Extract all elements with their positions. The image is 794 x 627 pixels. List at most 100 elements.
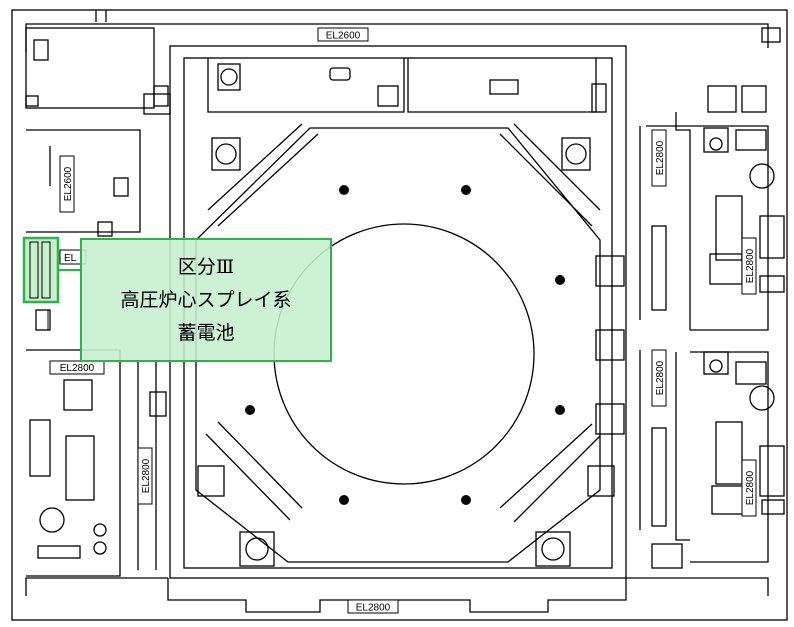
- equipment: [735, 361, 767, 385]
- corridor-slot: [651, 225, 667, 311]
- pedestal-marker: [461, 185, 471, 195]
- top-room-wall: [407, 58, 597, 113]
- elevation-box: [741, 459, 757, 517]
- callout-line-battery: 蓄電池: [177, 321, 235, 344]
- pedestal-marker: [555, 275, 565, 285]
- elevation-box: [651, 349, 667, 407]
- equipment: [29, 419, 51, 477]
- elevation-box: [137, 447, 153, 505]
- equipment: [749, 385, 775, 411]
- equipment: [595, 255, 625, 287]
- elevation-box: [651, 129, 667, 187]
- equipment: [25, 95, 39, 107]
- equipment: [651, 543, 683, 569]
- diagonal-wall: [207, 123, 303, 211]
- equipment: [377, 85, 399, 107]
- equipment: [215, 143, 237, 165]
- elevation-label-left-lower-room: EL2800: [60, 363, 95, 374]
- bottom-corridor-wall: [626, 577, 769, 596]
- callout-line-system: 高圧炉心スプレイ系: [120, 288, 292, 311]
- battery-equipment: [709, 253, 743, 285]
- diagonal-wall: [217, 421, 303, 509]
- pedestal-marker: [339, 495, 349, 505]
- equipment: [197, 465, 225, 497]
- elevation-box: [49, 360, 105, 375]
- right-lower-room: [690, 351, 769, 563]
- right-corridor-wall: [675, 352, 690, 541]
- diagonal-wall: [217, 133, 319, 227]
- equipment: [561, 137, 591, 171]
- elevation-label-bottom: EL2800: [356, 603, 391, 614]
- elevation-label-right-lower-corridor: EL2800: [655, 360, 666, 395]
- diagonal-wall: [513, 123, 601, 211]
- pedestal-marker: [555, 405, 565, 415]
- diagonal-wall: [513, 435, 601, 523]
- equipment: [37, 545, 81, 559]
- equipment: [489, 79, 519, 95]
- battery-equipment: [65, 435, 95, 501]
- left-corridor-box: [143, 93, 171, 115]
- equipment: [35, 309, 49, 331]
- battery-equipment: [63, 379, 93, 411]
- equipment: [735, 129, 767, 151]
- equipment: [749, 163, 775, 189]
- equipment: [703, 351, 729, 375]
- pedestal-marker: [339, 185, 349, 195]
- equipment: [595, 403, 625, 435]
- elevation-box: [741, 237, 757, 295]
- corridor-slot: [651, 427, 667, 527]
- battery-location-highlight: [22, 236, 60, 304]
- battery-equipment: [711, 485, 745, 515]
- equipment: [761, 27, 781, 43]
- left-upper-room: [26, 129, 141, 233]
- equipment: [93, 523, 107, 537]
- equipment: [33, 39, 49, 61]
- right-upper-room: [646, 125, 769, 331]
- equipment: [153, 85, 169, 107]
- equipment: [39, 507, 65, 533]
- equipment: [97, 221, 113, 237]
- right-corridor-wall: [675, 112, 691, 330]
- elevation-label-left-lower-vertical: EL2800: [141, 458, 152, 493]
- diagonal-wall: [499, 133, 593, 227]
- elevation-label-top: EL2600: [326, 31, 361, 42]
- elevation-box: [317, 27, 369, 42]
- equipment: [541, 537, 565, 561]
- equipment: [703, 127, 729, 153]
- equipment: [220, 68, 238, 86]
- pedestal-marker: [245, 405, 255, 415]
- equipment: [239, 531, 275, 567]
- equipment: [535, 531, 571, 567]
- diagonal-wall: [499, 423, 593, 509]
- elevation-box: [347, 599, 399, 614]
- elevation-label-left-upper-room: EL2600: [63, 166, 74, 201]
- equipment: [565, 143, 587, 165]
- equipment: [759, 215, 785, 259]
- top-room-wall: [207, 58, 405, 113]
- equipment: [93, 541, 107, 555]
- equipment: [329, 67, 351, 81]
- equipment: [595, 329, 625, 361]
- equipment: [587, 465, 615, 497]
- equipment: [759, 445, 785, 497]
- equipment: [741, 85, 767, 113]
- diagonal-wall: [205, 433, 291, 521]
- equipment: [591, 83, 607, 113]
- elevation-label-left-mid: EL: [64, 253, 77, 264]
- battery-equipment: [715, 421, 743, 485]
- elevation-label-right-lower-room: EL2800: [745, 470, 756, 505]
- battery-equipment: [29, 241, 39, 299]
- bottom-corridor-wall: [25, 577, 168, 596]
- equipment: [217, 63, 241, 91]
- equipment: [211, 137, 241, 171]
- equipment: [759, 275, 785, 293]
- battery-callout: 区分Ⅲ 高圧炉心スプレイ系 蓄電池: [80, 238, 332, 362]
- battery-equipment: [41, 241, 51, 299]
- pedestal-marker: [461, 495, 471, 505]
- equipment: [113, 177, 129, 197]
- battery-equipment: [715, 195, 743, 261]
- equipment: [761, 499, 785, 515]
- elevation-label-right-upper-corridor: EL2800: [655, 140, 666, 175]
